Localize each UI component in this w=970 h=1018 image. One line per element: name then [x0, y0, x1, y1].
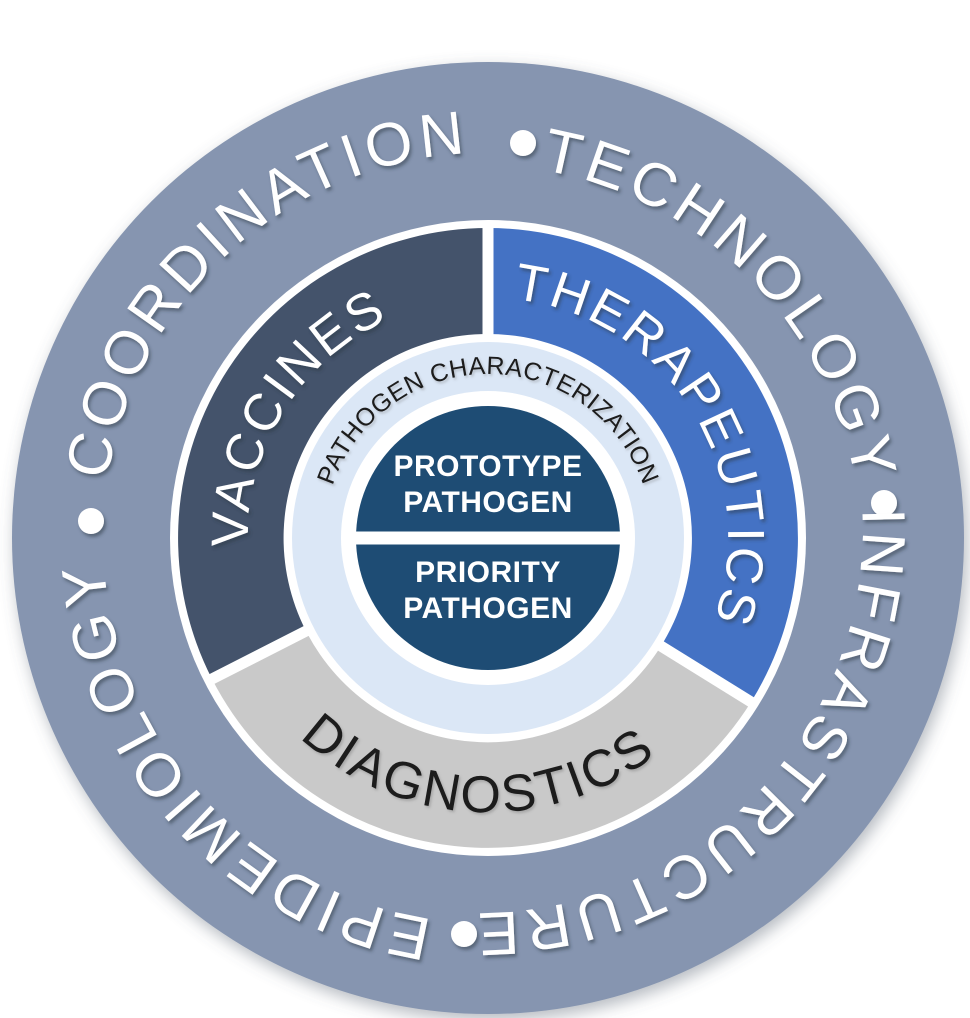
core-bottom-label-line1: PRIORITY [415, 556, 561, 589]
core-bottom-label-line2: PATHOGEN [403, 592, 573, 625]
core-top-label-line2: PATHOGEN [403, 486, 573, 519]
core-divider [355, 531, 621, 545]
core-bottom-line2-text: PATHOGEN [403, 592, 573, 625]
segment-divider-left [203, 623, 315, 687]
segment-divider-right [653, 638, 759, 710]
separator-dot-left [78, 508, 104, 534]
core-bottom-line1-text: PRIORITY [415, 556, 561, 589]
core-top-line1-text: PROTOTYPE [394, 450, 583, 483]
segment-diagnostics [212, 631, 751, 848]
segment-therapeutics [488, 228, 798, 702]
core-top-line2-text: PATHOGEN [403, 486, 573, 519]
separator-dot-right [871, 490, 897, 516]
segment-vaccines [178, 228, 488, 679]
separator-dot-top [510, 130, 536, 156]
separator-dot-bottom [451, 921, 477, 947]
core-top-label-line1: PROTOTYPE [394, 450, 583, 483]
